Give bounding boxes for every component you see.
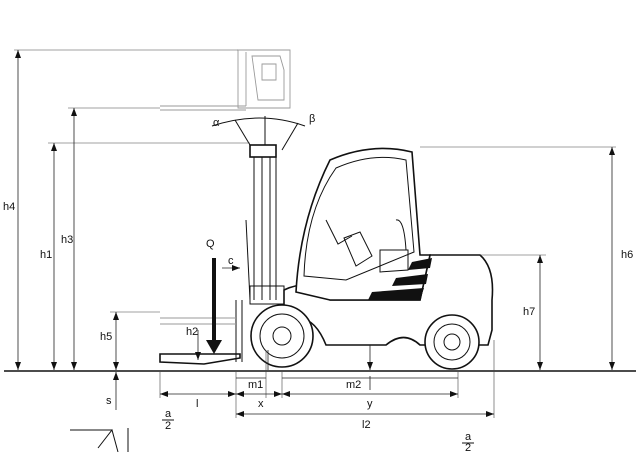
truck-body: [283, 147, 494, 346]
label-l: l: [196, 398, 198, 410]
label-a-half-right-bottom: 2: [465, 442, 471, 452]
label-h1: h1: [40, 249, 52, 261]
horizontal-dimensions: [160, 265, 494, 417]
label-h4: h4: [3, 201, 15, 213]
label-m1: m1: [248, 379, 263, 391]
label-h6: h6: [621, 249, 633, 261]
front-wheel: [250, 304, 314, 368]
label-c: c: [228, 255, 234, 267]
raised-mast-ghost: [160, 49, 291, 111]
mast: [245, 144, 285, 305]
label-s: s: [106, 395, 112, 407]
label-a-half-left-bottom: 2: [165, 420, 171, 432]
label-m2: m2: [346, 379, 361, 391]
label-y: y: [367, 398, 373, 410]
load-arrow: [206, 258, 222, 354]
label-beta: β: [309, 113, 315, 125]
label-h2: h2: [186, 326, 198, 338]
label-a-half-left-top: a: [165, 408, 172, 420]
vertical-dimensions: [15, 50, 615, 410]
forks: [159, 300, 243, 365]
label-h3: h3: [61, 234, 73, 246]
tyre-track-detail: [70, 428, 129, 453]
label-a-half-right-top: a: [465, 431, 472, 443]
extension-lines: [14, 49, 616, 418]
label-h5: h5: [100, 331, 112, 343]
tilt-angle-indicator: [211, 116, 306, 151]
rear-wheel: [424, 314, 480, 370]
label-h7: h7: [523, 306, 535, 318]
label-q: Q: [206, 238, 215, 250]
label-alpha: α: [213, 117, 220, 129]
body-stripes: [368, 258, 432, 300]
label-x: x: [258, 398, 264, 410]
label-l2: l2: [362, 419, 371, 431]
